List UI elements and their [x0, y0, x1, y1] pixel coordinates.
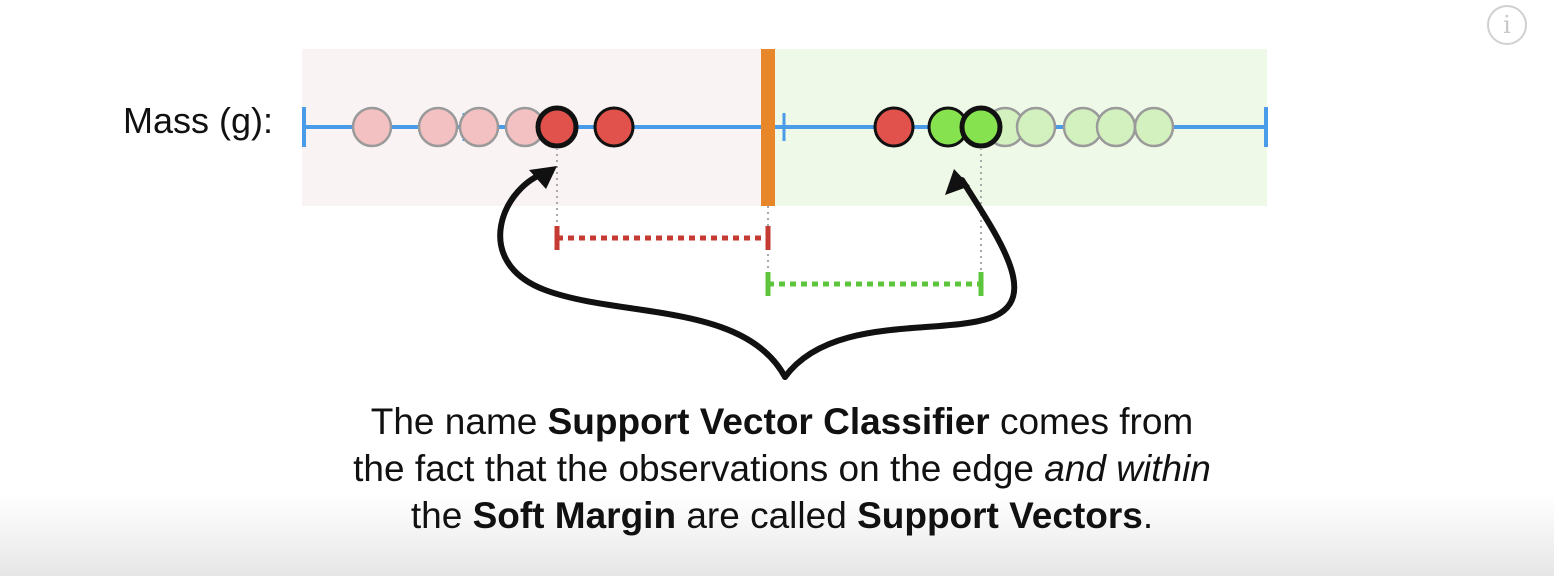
info-icon: i	[1503, 11, 1511, 39]
caption-term-support-vectors: Support Vectors	[857, 495, 1143, 536]
caption-text: the	[410, 495, 473, 536]
red-observation-faded	[417, 106, 459, 148]
brace-arrows	[497, 166, 1018, 380]
red-observation	[593, 106, 635, 148]
green-margin-bracket	[765, 272, 984, 296]
red-margin-bracket	[554, 226, 771, 250]
axis-label: Mass (g):	[123, 100, 274, 141]
caption-text: comes from	[989, 401, 1194, 442]
red-observation	[873, 106, 915, 148]
info-button[interactable]: i	[1487, 5, 1527, 45]
observations-layer	[351, 105, 1175, 149]
green-observation-faded	[1095, 106, 1137, 148]
green-observation-faded	[1133, 106, 1175, 148]
caption-text: the fact that the observations on the ed…	[353, 448, 1045, 489]
caption-text: are called	[676, 495, 858, 536]
arrow-head-left	[529, 166, 557, 189]
green-support-vector	[959, 105, 1003, 149]
caption-emphasis: and within	[1044, 448, 1211, 489]
green-observation-faded	[1015, 106, 1057, 148]
red-observation-faded	[458, 106, 500, 148]
threshold-line	[761, 49, 775, 206]
caption-text: The name	[370, 401, 548, 442]
caption-term-soft-margin: Soft Margin	[472, 495, 677, 536]
red-support-vector	[535, 105, 579, 149]
caption-text: .	[1142, 495, 1154, 536]
red-observation-faded	[351, 106, 393, 148]
caption: The name Support Vector Classifier comes…	[270, 398, 1294, 539]
caption-term-svc: Support Vector Classifier	[547, 401, 990, 442]
arrow-head-right	[945, 169, 970, 195]
